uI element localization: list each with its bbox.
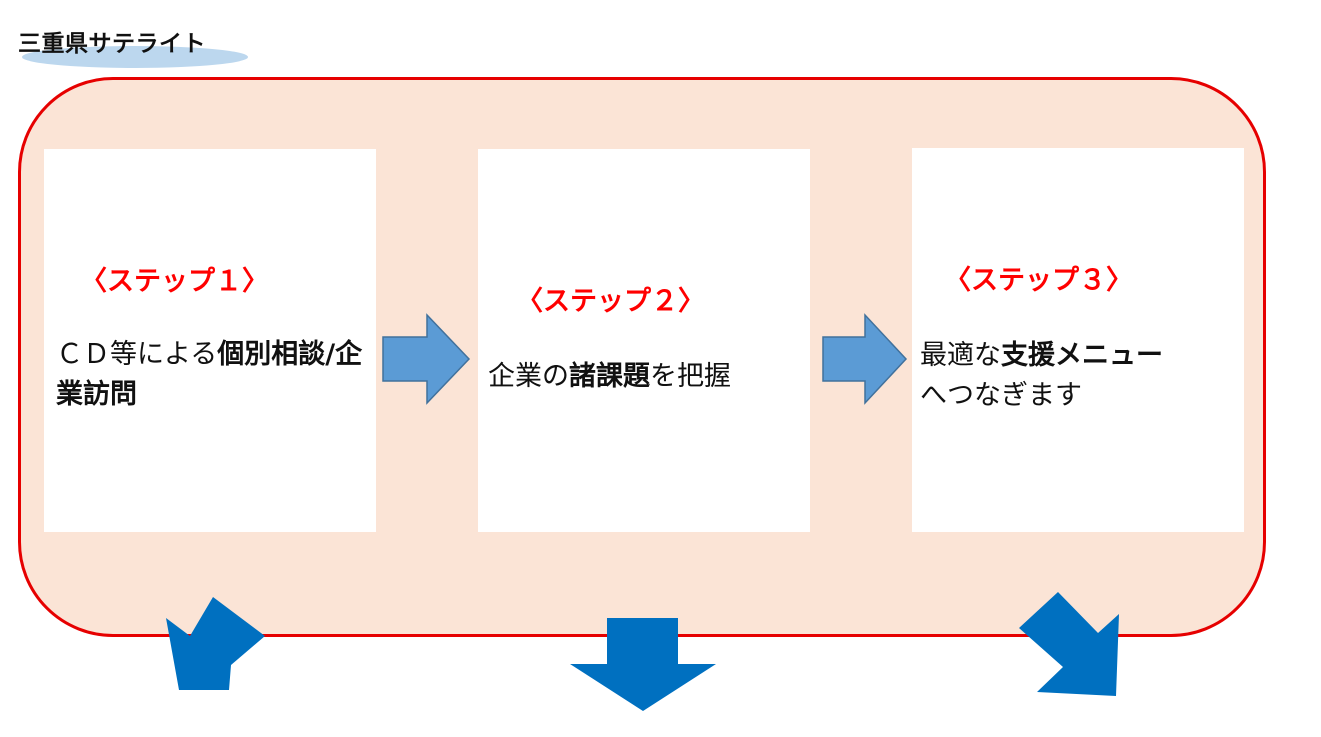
page-title: 三重県サテライト (18, 31, 206, 57)
step-3-box: 〈ステップ３〉 最適な支援メニューへつなぎます (912, 148, 1244, 532)
step-1-desc-part-2: 個別相談/企業訪問 (56, 339, 363, 410)
step-2-desc-part-3: を把握 (650, 361, 731, 392)
step-1-box: 〈ステップ１〉 ＣＤ等による個別相談/企業訪問 (44, 149, 376, 532)
step-2-box: 〈ステップ２〉 企業の諸課題を把握 (478, 149, 810, 532)
step-2-description: 企業の諸課題を把握 (488, 357, 808, 397)
step-1-desc-part-1: ＣＤ等による (56, 339, 218, 370)
step-2-label: 〈ステップ２〉 (516, 286, 705, 317)
title-underline-ellipse (22, 46, 248, 68)
title-area: 三重県サテライト (16, 20, 256, 70)
step-3-description: 最適な支援メニューへつなぎます (920, 336, 1240, 416)
step-3-desc-part-2: 支援メニュー (1001, 340, 1163, 371)
step-2-desc-part-1: 企業の (488, 361, 569, 392)
step-3-desc-part-3: へつなぎます (920, 380, 1082, 411)
step-2-desc-part-2: 諸課題 (569, 361, 650, 392)
step-1-description: ＣＤ等による個別相談/企業訪問 (56, 335, 371, 415)
step-3-desc-part-1: 最適な (920, 340, 1001, 371)
step-1-label: 〈ステップ１〉 (80, 266, 269, 297)
step-3-label: 〈ステップ３〉 (944, 265, 1133, 296)
